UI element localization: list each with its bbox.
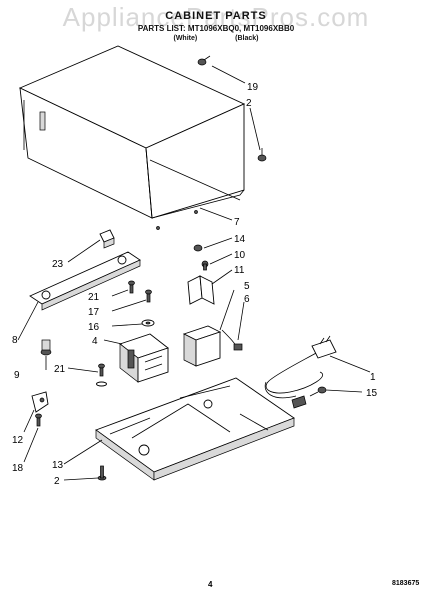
- screw-14: [193, 244, 203, 252]
- screw-21-lower: [96, 363, 107, 387]
- part-8-rail: [29, 251, 141, 311]
- washer-16: [141, 319, 155, 327]
- screw-10: [201, 260, 209, 271]
- callout-11: 11: [234, 265, 245, 276]
- screw-17: [145, 289, 152, 303]
- callout-9: 9: [14, 370, 20, 381]
- callout-21-upper: 21: [88, 292, 100, 303]
- screw-18: [35, 413, 42, 427]
- callout-numbers: 19 2 7 14 10 11 5 6 23 21 17 16 8 4 9 21…: [12, 82, 378, 487]
- callout-13: 13: [52, 460, 64, 471]
- callout-17: 17: [88, 307, 100, 318]
- bracket-11: [187, 275, 215, 305]
- variant-black: (Black): [235, 35, 259, 42]
- power-cord-1: [264, 335, 337, 409]
- callout-4: 4: [92, 336, 98, 347]
- screw-2-upper: [257, 148, 267, 162]
- callout-10: 10: [234, 250, 246, 261]
- variant-white: (White): [173, 35, 198, 42]
- document-number: 8183675: [392, 580, 420, 587]
- callout-5: 5: [244, 281, 250, 292]
- cabinet-wrapper: [18, 45, 246, 230]
- callout-2-bottom: 2: [54, 476, 60, 487]
- callout-21-lower: 21: [54, 364, 66, 375]
- callout-2-top: 2: [246, 98, 252, 109]
- callout-1: 1: [370, 372, 376, 383]
- color-variants: (White) (Black): [0, 35, 432, 42]
- page-number: 4: [208, 580, 213, 589]
- callout-12: 12: [12, 435, 24, 446]
- callout-18: 18: [12, 463, 24, 474]
- callout-14: 14: [234, 234, 246, 245]
- callout-8: 8: [12, 335, 18, 346]
- screw-21-upper: [128, 280, 135, 294]
- part-23-block: [99, 229, 115, 249]
- screw-15: [309, 386, 327, 397]
- transformer-4: [119, 333, 169, 383]
- callout-15: 15: [366, 388, 378, 399]
- diagram-title: CABINET PARTS: [165, 10, 267, 22]
- screw-2-lower: [97, 465, 107, 481]
- callout-16: 16: [88, 322, 100, 333]
- callout-7: 7: [234, 217, 240, 228]
- base-plate-13: [95, 377, 295, 481]
- callout-19: 19: [247, 82, 259, 93]
- diode-6: [221, 329, 243, 351]
- callout-23: 23: [52, 259, 64, 270]
- capacitor-5: [182, 325, 222, 367]
- callout-6: 6: [244, 294, 250, 305]
- leader-lines: [17, 65, 371, 481]
- foot-9: [40, 339, 52, 356]
- clip-12: [31, 391, 49, 413]
- screw-19: [197, 55, 211, 66]
- parts-list-label: PARTS LIST: MT1096XBQ0, MT1096XBB0: [137, 24, 295, 33]
